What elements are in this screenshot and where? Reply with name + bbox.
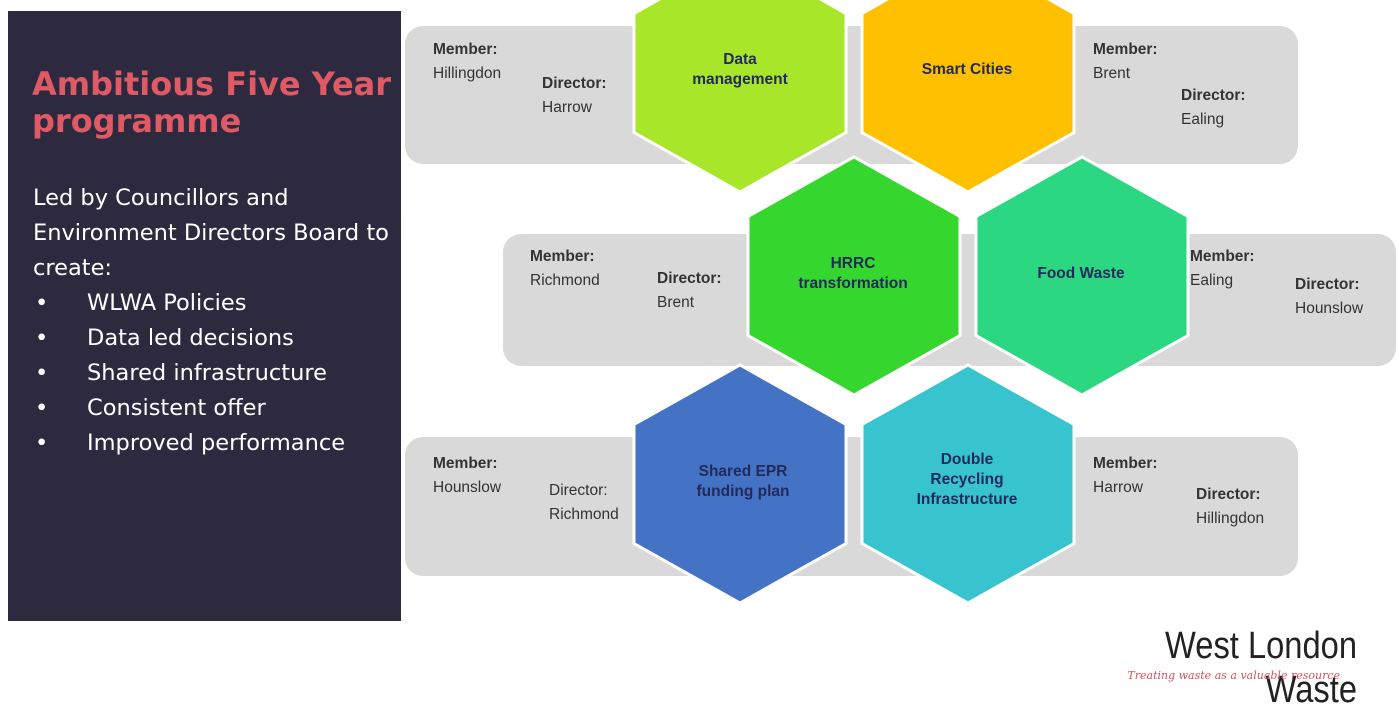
goal-item: WLWA Policies <box>33 286 393 321</box>
member-borough: Hounslow <box>433 479 502 496</box>
food-waste-member: Member: Ealing <box>1190 245 1255 293</box>
hex-label-shared-epr: Shared EPR funding plan <box>696 463 790 500</box>
goal-item: Data led decisions <box>33 321 393 356</box>
goal-item: Improved performance <box>33 426 393 461</box>
hexagon-grid <box>632 0 1190 605</box>
director-label: Director: <box>549 482 608 499</box>
hex-label-smart-cities: Smart Cities <box>921 61 1013 78</box>
smart-cities-director: Director: Ealing <box>1181 84 1246 132</box>
director-label: Director: <box>1196 486 1261 503</box>
director-borough: Harrow <box>542 99 592 116</box>
food-waste-director: Director: Hounslow <box>1295 273 1363 321</box>
member-label: Member: <box>1190 248 1255 265</box>
programme-lead-text: Led by Councillors and Environment Direc… <box>33 185 389 281</box>
director-label: Director: <box>657 270 722 287</box>
director-label: Director: <box>1295 276 1360 293</box>
hrrc-director: Director: Brent <box>657 267 722 315</box>
hex-smart-cities <box>860 0 1076 194</box>
goal-item: Shared infrastructure <box>33 356 393 391</box>
programme-goals-list: WLWA Policies Data led decisions Shared … <box>33 286 393 461</box>
double-recycling-director: Director: Hillingdon <box>1196 483 1264 531</box>
hex-label-food-waste: Food Waste <box>1037 265 1125 282</box>
member-borough: Richmond <box>530 272 600 289</box>
hex-label-double-recycling: Double Recycling Infrastructure <box>916 451 1018 508</box>
hex-hrrc-transformation <box>746 155 962 397</box>
shared-epr-director: Director: Richmond <box>549 479 619 527</box>
member-borough: Ealing <box>1190 272 1234 289</box>
goal-item: Consistent offer <box>33 391 393 426</box>
member-label: Member: <box>1093 455 1158 472</box>
hex-food-waste <box>974 155 1190 397</box>
director-label: Director: <box>1181 87 1246 104</box>
director-label: Director: <box>542 75 607 92</box>
member-label: Member: <box>433 41 498 58</box>
organisation-logo: West London Waste <box>1165 625 1357 711</box>
data-management-member: Member: Hillingdon <box>433 38 501 86</box>
director-borough: Hillingdon <box>1196 510 1265 527</box>
director-borough: Hounslow <box>1295 300 1364 317</box>
hex-double-recycling <box>860 363 1076 605</box>
director-borough: Brent <box>657 294 695 311</box>
data-management-director: Director: Harrow <box>542 72 607 120</box>
workstream-band-bottom <box>405 437 1298 576</box>
hex-label-data-management: Data management <box>692 51 788 88</box>
director-borough: Richmond <box>549 506 619 523</box>
shared-epr-member: Member: Hounslow <box>433 452 501 500</box>
member-label: Member: <box>1093 41 1158 58</box>
double-recycling-member: Member: Harrow <box>1093 452 1158 500</box>
hex-shared-epr <box>632 363 848 605</box>
organisation-tagline: Treating waste as a valuable resource <box>1127 669 1340 682</box>
hex-label-hrrc-transformation: HRRC transformation <box>798 255 908 292</box>
programme-title: Ambitious Five Year programme <box>32 65 392 140</box>
member-label: Member: <box>433 455 498 472</box>
member-borough: Harrow <box>1093 479 1143 496</box>
member-borough: Brent <box>1093 65 1131 82</box>
hex-data-management <box>632 0 848 194</box>
hrrc-member: Member: Richmond <box>530 245 600 293</box>
director-borough: Ealing <box>1181 111 1225 128</box>
member-borough: Hillingdon <box>433 65 502 82</box>
member-label: Member: <box>530 248 595 265</box>
smart-cities-member: Member: Brent <box>1093 38 1158 86</box>
workstream-band-top <box>405 26 1298 164</box>
